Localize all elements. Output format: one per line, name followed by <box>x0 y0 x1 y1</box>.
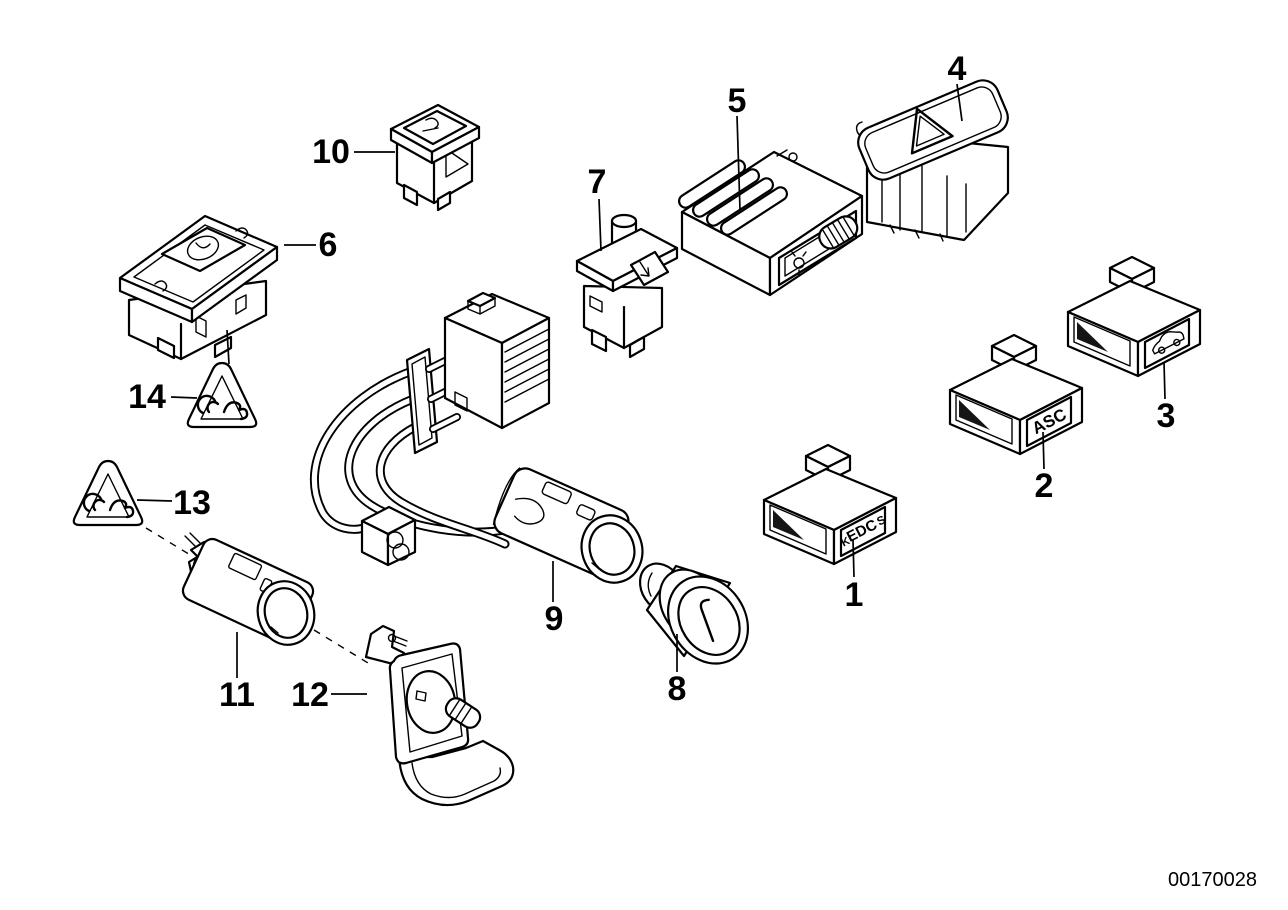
part-4-hazard-switch <box>855 79 1010 242</box>
socket-barrel <box>492 467 644 584</box>
callout-1: 1 <box>845 576 864 614</box>
line-part6-to-label14 <box>226 329 230 365</box>
callout-12: 12 <box>291 676 329 714</box>
callout-10: 10 <box>312 133 350 171</box>
warning-triangle-icon <box>196 394 249 421</box>
callout-labels: 1 2 3 4 5 6 7 8 9 10 11 12 13 14 <box>128 50 1175 714</box>
part-13-warning-label <box>72 459 144 527</box>
hazard-triangle-icon <box>910 107 954 155</box>
switch-symbol-icon <box>422 117 439 132</box>
clip-hook-icon <box>154 280 168 292</box>
callout-4: 4 <box>948 50 967 88</box>
grommet-plate <box>405 347 439 455</box>
part-12-mounting-bracket <box>364 624 515 807</box>
callout-6: 6 <box>319 226 338 264</box>
part-14-warning-label <box>186 361 258 429</box>
drawing-number: 00170028 <box>1168 869 1257 891</box>
connector-block <box>443 291 551 430</box>
car-icon <box>1152 331 1185 355</box>
part-2-asc-switch: ASC <box>948 333 1084 456</box>
dashed-line-11-to-12 <box>313 629 374 667</box>
leader-lines <box>136 83 1166 695</box>
part-11-power-socket <box>181 532 316 646</box>
part-8-lighter-element <box>638 562 749 665</box>
junction-box <box>360 505 417 567</box>
callout-2: 2 <box>1035 467 1054 505</box>
hinge-pin <box>444 697 482 729</box>
part-6-switch <box>118 214 279 361</box>
part-10-rocker-switch <box>389 103 481 212</box>
part-3-switch <box>1066 255 1202 378</box>
callout-3: 3 <box>1157 397 1176 435</box>
latch-icon <box>776 149 788 157</box>
arrow-symbol-icon <box>639 261 650 277</box>
warning-triangle-icon <box>82 492 135 519</box>
latch-eye-icon <box>788 152 798 162</box>
callout-14: 14 <box>128 378 166 416</box>
illumination-icon <box>791 251 807 276</box>
clip-hook-icon <box>235 227 249 239</box>
part-9-socket-housing-with-harness <box>309 291 644 584</box>
callout-5: 5 <box>728 82 747 120</box>
round-symbol-icon <box>186 235 220 261</box>
lighter-coil-icon <box>699 598 715 643</box>
callout-8: 8 <box>668 670 687 708</box>
part-7-plunger-switch <box>575 213 679 359</box>
callout-11: 11 <box>219 676 255 714</box>
dashed-line-13-to-11 <box>145 527 193 557</box>
harness-wires <box>309 366 516 549</box>
part-1-edc-switch: K EDC S <box>762 443 898 566</box>
part-5-dimmer-module <box>677 149 864 297</box>
reference-lines <box>145 329 374 667</box>
callout-13: 13 <box>173 484 211 522</box>
callout-9: 9 <box>545 600 564 638</box>
callout-7: 7 <box>588 163 607 201</box>
thumbwheel <box>818 215 859 250</box>
